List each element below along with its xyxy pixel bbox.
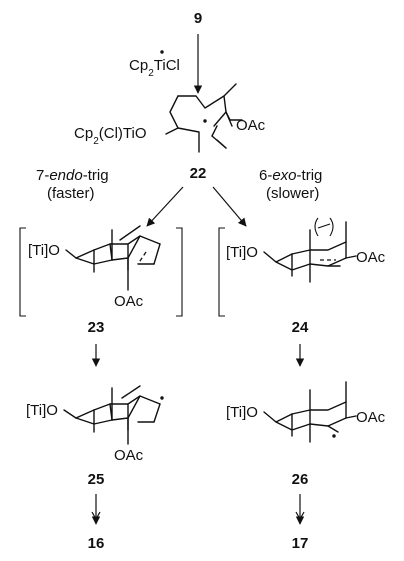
oac-label-23: OAc <box>114 293 144 310</box>
pathway-rate-exo: (slower) <box>266 185 319 202</box>
structure-24 <box>263 217 357 283</box>
radical-dot <box>160 396 164 400</box>
radical-dot <box>332 434 336 438</box>
compound-label-9: 9 <box>194 10 202 27</box>
oac-label-22: OAc <box>236 117 266 134</box>
bracket-23 <box>19 227 183 317</box>
ti-oxide-label-26: [Ti]O <box>226 404 258 421</box>
compound-label-24: 24 <box>292 319 309 336</box>
compound-label-25: 25 <box>88 471 105 488</box>
structure-22: OAc Cp2(Cl)TiO <box>74 83 266 153</box>
multistep-arrow-26-to-17 <box>295 494 305 525</box>
svg-text:Cp2TiCl: Cp2TiCl <box>129 57 180 79</box>
compound-label-26: 26 <box>292 471 309 488</box>
compound-label-22: 22 <box>190 165 207 182</box>
compound-label-17: 17 <box>292 535 309 552</box>
radical-dot <box>203 119 207 123</box>
ti-oxide-label-25: [Ti]O <box>26 402 58 419</box>
structure-26 <box>263 381 357 443</box>
reagent-cp2ticl: Cp2TiCl <box>129 50 180 79</box>
radical-dot <box>160 50 164 54</box>
oac-label-26: OAc <box>356 409 386 426</box>
pathway-rate-endo: (faster) <box>47 185 95 202</box>
multistep-arrow-25-to-16 <box>91 494 101 525</box>
bracket-24 <box>218 227 225 317</box>
pathway-label-exo: 6-exo-trig <box>259 167 322 184</box>
oac-label-25: OAc <box>114 447 144 464</box>
structure-23 <box>65 225 161 291</box>
arrow-22-to-23 <box>146 186 184 227</box>
arrow-22-to-24 <box>212 186 247 227</box>
compound-label-16: 16 <box>88 535 105 552</box>
ti-oxide-label-24: [Ti]O <box>226 244 258 261</box>
oac-label-24: OAc <box>356 249 386 266</box>
pathway-label-endo: 7-endo-trig <box>36 167 109 184</box>
ti-oxide-label-22: Cp2(Cl)TiO <box>74 125 147 147</box>
ti-oxide-label-23: [Ti]O <box>28 242 60 259</box>
compound-label-23: 23 <box>88 319 105 336</box>
structure-25 <box>63 385 164 445</box>
